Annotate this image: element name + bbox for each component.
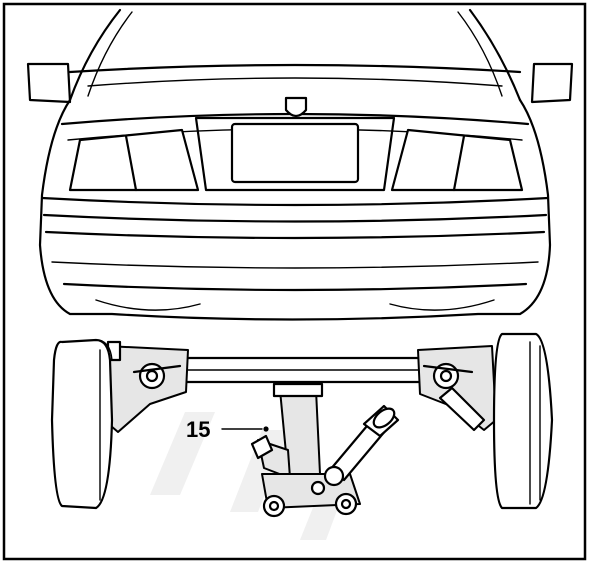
right-rear-wheel [492, 332, 554, 510]
callout-leader-dot [263, 426, 269, 432]
callout-number: 15 [186, 417, 210, 442]
left-mirror [26, 62, 72, 104]
license-plate-recess [194, 116, 396, 192]
right-mirror [530, 62, 574, 104]
emblem [284, 96, 308, 118]
left-rear-wheel [50, 338, 114, 510]
right-suspension-arm [417, 345, 497, 431]
license-plate [230, 122, 360, 184]
rear-bumper [40, 196, 550, 207]
car-body-outline [38, 98, 552, 321]
car-rear [26, 8, 574, 321]
left-c-pillar [68, 8, 122, 102]
left-tail-light [68, 128, 200, 192]
jack-assembly [250, 382, 400, 518]
right-c-pillar [468, 8, 522, 102]
callout-15: 15 [186, 417, 269, 442]
rear-axle-assembly [50, 332, 554, 510]
right-tail-light [390, 128, 524, 192]
